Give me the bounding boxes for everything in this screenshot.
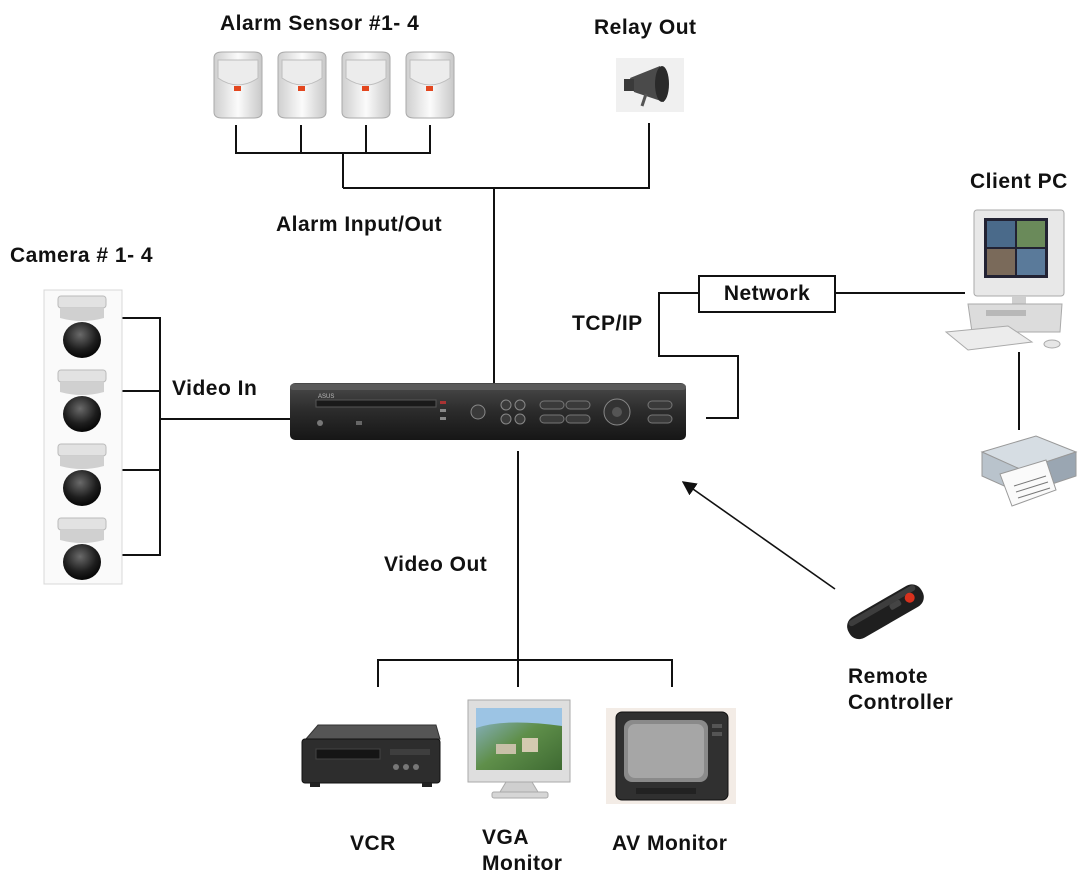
printer-icon [980,435,1078,507]
alarm-sensor-3 [341,51,391,119]
vcr-icon [301,724,441,787]
video-out-bus [377,659,673,687]
vga-monitor-label-line2: Monitor [482,852,563,875]
alarm-sensor-4 [405,51,455,119]
camera-2 [57,369,107,432]
alarm-sensor-2 [277,51,327,119]
tcpip-label: TCP/IP [572,312,643,335]
vga-monitor-label-line1: VGA [482,826,530,849]
relay-out-label: Relay Out [594,16,697,39]
av-monitor-label: AV Monitor [612,832,728,855]
relay-horn-icon [616,58,684,112]
vga-monitor-icon [467,699,571,799]
client-pc-icon [944,209,1065,351]
video-out-label: Video Out [384,553,488,576]
alarm-sensor-label: Alarm Sensor #1- 4 [220,12,420,35]
camera-4 [57,517,107,580]
camera-bus [122,317,290,556]
remote-controller-label-line1: Remote [848,665,929,688]
camera-label: Camera # 1- 4 [10,244,154,267]
remote-controller-label-line2: Controller [848,691,954,714]
video-in-label: Video In [172,377,258,400]
connector-lines [122,123,1020,687]
network-box: Network [698,275,836,313]
remote-signal-arrow [681,481,836,590]
alarm-relay-bus [343,123,650,189]
dvr-unit: ASUS [290,383,686,440]
vcr-label: VCR [350,832,396,855]
av-monitor-icon [606,708,736,804]
alarm-sensor-bus [235,125,431,188]
remote-controller-icon [847,584,924,640]
alarm-io-label: Alarm Input/Out [276,213,443,236]
alarm-sensor-1 [213,51,263,119]
camera-1 [57,295,107,358]
camera-3 [57,443,107,506]
client-pc-label: Client PC [970,170,1068,193]
dvr-brand-logo: ASUS [318,394,334,400]
tcpip-line [658,292,739,419]
